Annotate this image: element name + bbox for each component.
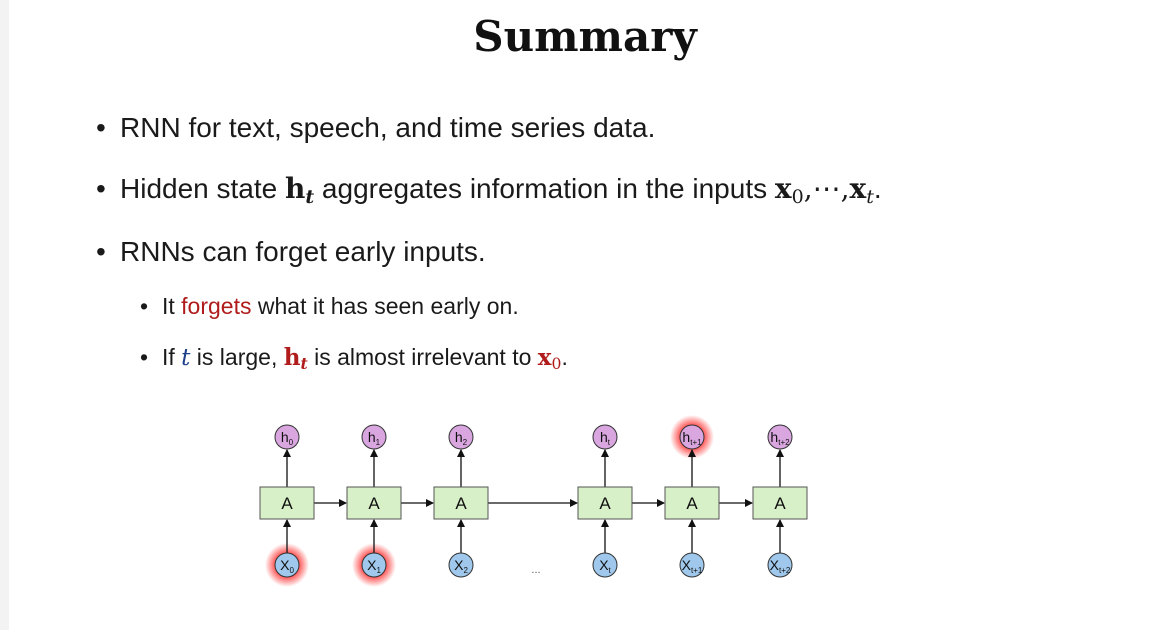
rnn-cell-box [577, 486, 633, 520]
input-label: Xt+2 [770, 557, 791, 575]
sub-text-end: . [561, 344, 568, 370]
sub-text-before: If [162, 344, 182, 370]
bullet-dot: • [96, 112, 106, 143]
input-label: Xt [599, 557, 611, 575]
sub-bullet-dot: • [140, 293, 149, 319]
rnn-cell-box [259, 486, 315, 520]
hidden-output-node [767, 424, 793, 450]
rnn-cell-label: A [455, 494, 467, 513]
ellipsis-label: ... [531, 564, 540, 576]
rnn-cell-box [433, 486, 489, 520]
hidden-output-node [679, 424, 705, 450]
input-label: X0 [280, 557, 294, 575]
rnn-cell-box [346, 486, 402, 520]
math-h-letter: h [283, 344, 301, 371]
bullet-text-prefix: Hidden state [120, 173, 285, 204]
math-h-red: ht [283, 344, 308, 374]
math-x0: x0 [774, 172, 804, 209]
sub-text-after: what it has seen early on. [251, 293, 519, 319]
math-x-letter: x [537, 344, 552, 371]
rnn-cell-label: A [281, 494, 293, 513]
input-node [361, 552, 387, 578]
math-h: ht [285, 172, 315, 209]
bullet-hidden-state: •Hidden state ht aggregates information … [96, 172, 882, 209]
bullet-forget: • RNNs can forget early inputs. [96, 236, 486, 268]
bullet-text-middle: aggregates information in the inputs [314, 173, 775, 204]
math-t: t [181, 345, 191, 371]
bullet-dot: • [96, 236, 106, 267]
hidden-output-node [274, 424, 300, 450]
math-xt-sub: t [866, 186, 874, 209]
hidden-output-label: ht+2 [770, 429, 790, 447]
rnn-cell-label: A [774, 494, 786, 513]
input-node [274, 552, 300, 578]
math-x0-sub: 0 [791, 186, 804, 209]
sub-text-mid2: is almost irrelevant to [307, 344, 538, 370]
math-x-letter: x [774, 172, 792, 205]
input-node [679, 552, 705, 578]
left-edge-strip [0, 0, 9, 630]
sub-text-mid1: is large, [190, 344, 284, 370]
input-label: X2 [454, 557, 468, 575]
hidden-output-label: ht [600, 429, 611, 447]
sub-bullet-forgets: • It forgets what it has seen early on. [140, 293, 519, 320]
rnn-cell-box [752, 486, 808, 520]
hidden-output-label: h2 [455, 429, 468, 447]
math-separator: ,⋯, [803, 172, 850, 205]
hidden-output-node [448, 424, 474, 450]
hidden-output-node [592, 424, 618, 450]
sub-bullet-large-t: •If t is large, ht is almost irrelevant … [140, 344, 568, 374]
rnn-cell-box [664, 486, 720, 520]
math-h-letter: h [285, 172, 306, 205]
bullet-text-end: . [873, 173, 882, 204]
math-h-sub: t [305, 186, 315, 209]
math-x0-sub: 0 [551, 354, 562, 374]
sub-bullet-dot: • [140, 344, 149, 370]
input-node [448, 552, 474, 578]
input-label: X1 [367, 557, 381, 575]
math-x-letter: x [849, 172, 867, 205]
slide-title: Summary [473, 12, 697, 61]
input-node [767, 552, 793, 578]
bullet-text: RNN for text, speech, and time series da… [120, 112, 656, 143]
rnn-cell-label: A [686, 494, 698, 513]
rnn-cell-label: A [599, 494, 611, 513]
hidden-output-node [361, 424, 387, 450]
hidden-output-label: h1 [368, 429, 381, 447]
rnn-cell-label: A [368, 494, 380, 513]
sub-text-before: It [162, 293, 182, 319]
hidden-output-label: h0 [281, 429, 294, 447]
bullet-rnn-uses: • RNN for text, speech, and time series d… [96, 112, 655, 144]
math-x0-red: x0 [537, 344, 562, 374]
math-xt: xt [849, 172, 874, 209]
hidden-output-label: ht+1 [682, 429, 702, 447]
highlight-forgets: forgets [181, 293, 252, 319]
input-node [592, 552, 618, 578]
math-h-sub: t [300, 354, 308, 374]
bullet-text: RNNs can forget early inputs. [120, 236, 486, 267]
bullet-dot: • [96, 173, 106, 204]
input-label: Xt+1 [682, 557, 703, 575]
